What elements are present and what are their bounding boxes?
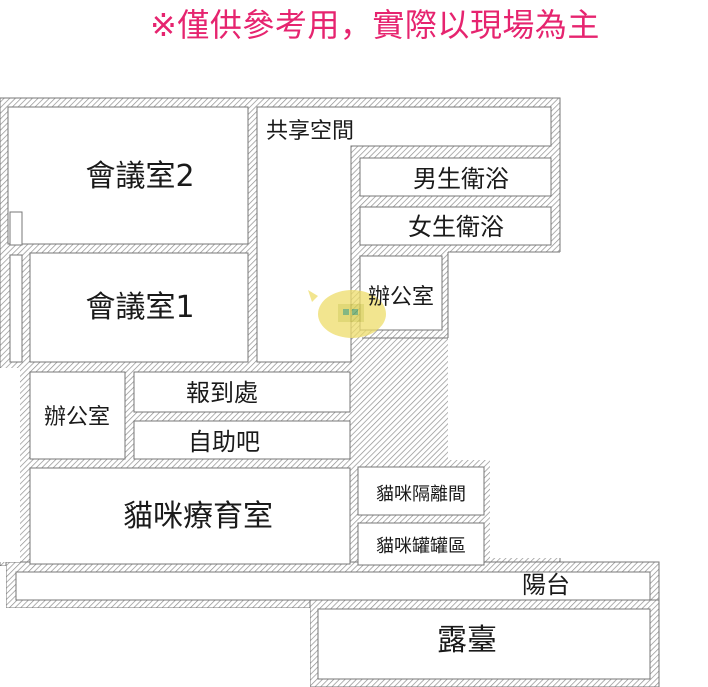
label-terrace: 露臺 xyxy=(437,623,497,658)
room-reception xyxy=(133,371,351,413)
label-cat-isolation: 貓咪隔離間 xyxy=(376,484,466,505)
disclaimer-notice: ※僅供參考用，實際以現場為主 xyxy=(150,6,600,44)
label-womens-restroom: 女生衛浴 xyxy=(408,213,504,241)
closet-lower xyxy=(9,254,23,363)
label-office-right: 辦公室 xyxy=(368,285,434,310)
label-shared-space: 共享空間 xyxy=(266,119,354,144)
room-cat-therapy xyxy=(29,467,351,565)
watermark-logo-icon xyxy=(308,290,386,338)
label-meeting-1: 會議室1 xyxy=(85,290,194,325)
label-meeting-2: 會議室2 xyxy=(85,159,194,194)
room-cat-can-area xyxy=(357,522,485,566)
label-cat-can-area: 貓咪罐罐區 xyxy=(376,536,466,557)
room-meeting-2 xyxy=(7,106,249,245)
room-womens-restroom xyxy=(359,206,552,246)
label-self-bar: 自助吧 xyxy=(188,428,260,456)
room-office-left xyxy=(29,371,126,460)
room-balcony xyxy=(15,571,651,601)
label-cat-therapy: 貓咪療育室 xyxy=(123,499,273,534)
label-mens-restroom: 男生衛浴 xyxy=(413,165,509,193)
label-reception: 報到處 xyxy=(186,379,258,407)
room-self-bar xyxy=(133,420,351,460)
room-meeting-1 xyxy=(29,252,249,363)
room-mens-restroom xyxy=(359,157,552,197)
closet-upper xyxy=(9,211,23,246)
room-terrace xyxy=(317,608,651,680)
label-office-left: 辦公室 xyxy=(44,405,110,430)
room-cat-isolation xyxy=(357,466,485,516)
label-balcony: 陽台 xyxy=(522,571,570,599)
